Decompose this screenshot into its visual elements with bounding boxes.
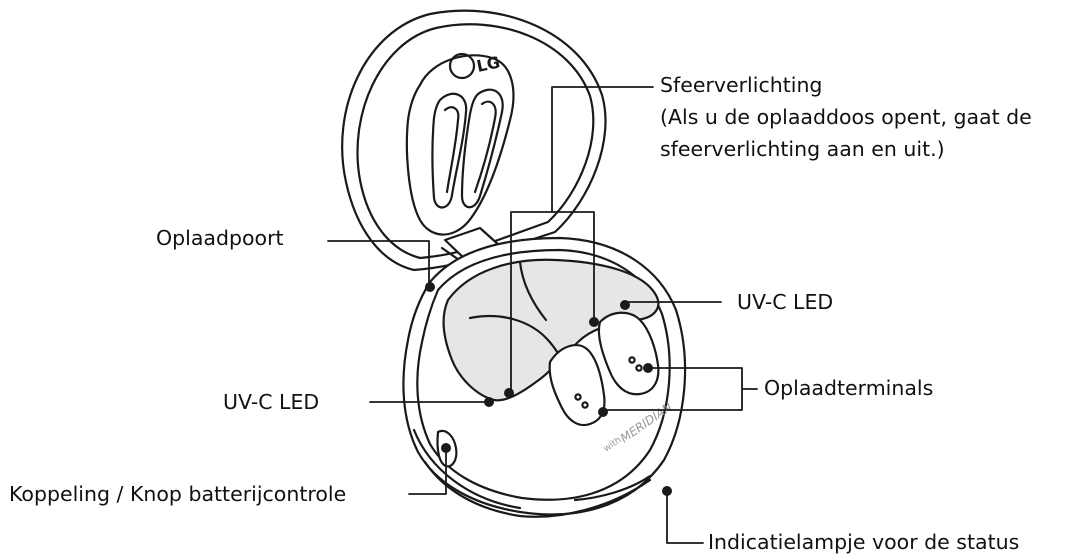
charging-port-dot [425, 282, 435, 292]
label-koppeling: Koppeling / Knop batterijcontrole [9, 479, 346, 509]
uvc-led-left-dot-2 [504, 388, 514, 398]
label-oplaadterminals: Oplaadterminals [764, 373, 933, 403]
label-uvc-led-right: UV-C LED [737, 287, 833, 317]
label-sfeerverlichting: Sfeerverlichting [660, 70, 822, 100]
label-indicatielampje: Indicatielampje voor de status [708, 527, 1019, 557]
label-oplaadpoort: Oplaadpoort [156, 223, 284, 253]
terminal-dot-lower [598, 407, 608, 417]
label-sfeer-description-line1: (Als u de oplaaddoos opent, gaat de [660, 102, 1032, 132]
leader-indicatie [667, 493, 703, 543]
label-uvc-led-left: UV-C LED [223, 387, 319, 417]
label-sfeer-description-line2: sfeerverlichting aan en uit.) [660, 134, 945, 164]
